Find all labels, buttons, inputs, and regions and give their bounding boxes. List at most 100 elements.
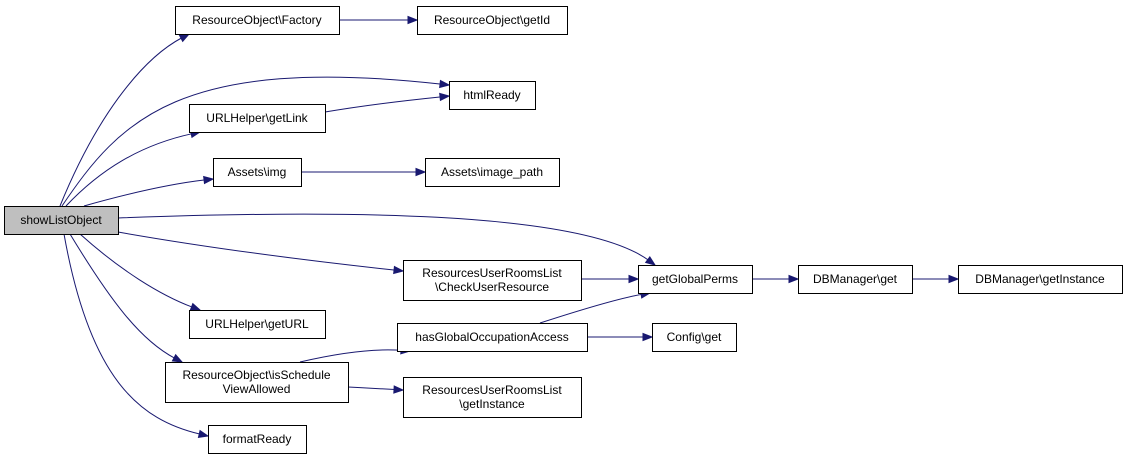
edge-line [83,179,206,207]
edge-line [299,349,403,363]
arrowhead [644,255,657,266]
node-factory[interactable]: ResourceObject\Factory [175,6,340,35]
node-box [189,310,326,339]
node-imagePath[interactable]: Assets\image_path [425,158,560,187]
node-img[interactable]: Assets\img [213,158,302,187]
edge-showListObject-to-factory [59,33,191,207]
edge-line [63,233,201,435]
edge-dbGet-to-dbGetInstance [912,274,960,284]
arrowhead [415,167,427,177]
arrowhead [189,302,202,311]
edge-showListObject-to-htmlReady [61,76,451,207]
edge-hasGlobalOccupationAccess-to-configGet [586,332,654,342]
arrowhead [439,92,451,102]
arrowhead [393,385,405,394]
node-box [958,265,1123,294]
node-label: Assets\img [228,165,287,179]
node-hasGlobalOccupationAccess[interactable]: hasGlobalOccupationAccess [397,323,588,352]
node-label: ResourcesUserRoomsList [422,383,562,397]
edge-line [65,133,193,207]
node-getLink[interactable]: URLHelper\getLink [189,104,326,133]
node-dbGet[interactable]: DBManager\get [798,265,913,294]
node-label: ResourceObject\isSchedule [182,368,330,382]
node-formatReady[interactable]: formatReady [208,425,307,454]
node-label: ResourcesUserRoomsList [422,266,562,280]
edge-line [79,233,193,308]
node-label: formatReady [223,432,292,446]
node-checkUserResource[interactable]: ResourcesUserRoomsList\CheckUserResource [403,260,582,301]
arrowhead [178,33,191,43]
node-label: ViewAllowed [223,382,291,396]
node-label: URLHelper\getLink [206,111,308,125]
node-label: DBManager\getInstance [975,272,1105,286]
edge-showListObject-to-img [83,175,215,207]
node-box [189,104,326,133]
edge-line [117,213,649,261]
node-label: showListObject [20,213,102,227]
node-box [165,362,349,403]
node-label: ResourceObject\getId [434,13,550,27]
node-box [403,377,582,418]
node-label: \getInstance [459,397,525,411]
node-box [397,323,588,352]
edge-showListObject-to-getLink [65,129,202,207]
node-box [652,323,737,352]
node-label: Assets\image_path [441,165,543,179]
arrowhead [628,274,640,284]
node-label: getGlobalPerms [652,272,738,286]
node-box [213,158,302,187]
node-htmlReady[interactable]: htmlReady [449,81,536,110]
arrowhead [203,175,215,185]
node-label: htmlReady [463,88,520,102]
node-box [449,81,536,110]
arrowhead [393,265,405,275]
edge-getLink-to-htmlReady [324,92,451,113]
edge-factory-to-getId [339,15,419,25]
edge-line [59,37,183,207]
node-showListObject[interactable]: showListObject [4,206,119,235]
node-label: \CheckUserResource [435,280,549,294]
node-box [798,265,913,294]
node-configGet[interactable]: Config\get [652,323,737,352]
arrowhead [171,353,184,363]
node-box [208,425,307,454]
node-getId[interactable]: ResourceObject\getId [417,6,568,35]
edge-showListObject-to-getGlobalPerms [117,213,657,266]
edge-line [539,293,643,324]
arrowhead [197,429,210,438]
node-label: URLHelper\getURL [205,317,309,331]
edge-showListObject-to-formatReady [63,233,210,438]
arrowhead [407,15,419,25]
node-label: hasGlobalOccupationAccess [415,330,568,344]
edge-showListObject-to-checkUserResource [117,231,405,275]
edge-line [347,386,396,391]
edge-isScheduleViewAllowed-to-hasGlobalOccupationAccess [299,346,412,363]
arrowhead [642,332,654,342]
edge-img-to-imagePath [300,167,427,177]
node-box [417,6,568,35]
arrowhead [948,274,960,284]
node-getURL[interactable]: URLHelper\getURL [189,310,326,339]
node-dbGetInstance[interactable]: DBManager\getInstance [958,265,1123,294]
arrowhead [788,274,800,284]
edge-line [61,76,442,207]
node-box [4,206,119,235]
edge-line [324,96,442,113]
edge-line [69,233,176,359]
node-getGlobalPerms[interactable]: getGlobalPerms [638,265,753,294]
node-label: DBManager\get [813,272,898,286]
node-box [638,265,753,294]
node-label: ResourceObject\Factory [192,13,321,27]
edge-checkUserResource-to-getGlobalPerms [581,274,640,284]
edge-getGlobalPerms-to-dbGet [752,274,800,284]
node-label: Config\get [667,330,722,344]
edge-isScheduleViewAllowed-to-rurlGetInstance [347,385,405,394]
edge-line [117,231,396,271]
node-rurlGetInstance[interactable]: ResourcesUserRoomsList\getInstance [403,377,582,418]
node-box [403,260,582,301]
edge-showListObject-to-isScheduleViewAllowed [69,233,184,363]
node-box [425,158,560,187]
